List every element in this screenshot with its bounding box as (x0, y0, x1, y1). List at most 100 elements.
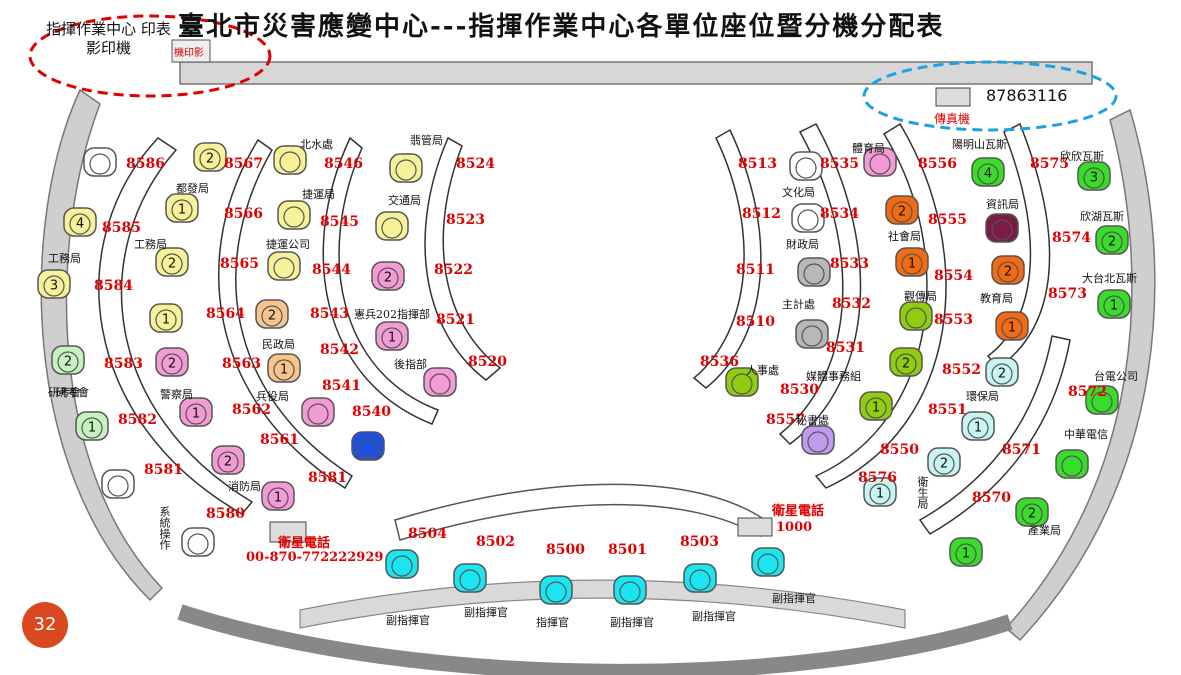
extension-8523: 8523 (446, 212, 485, 228)
satellite-left-number: 00-870-772222929 (246, 550, 384, 565)
extension-8585: 8585 (102, 220, 141, 236)
seat-30 (539, 575, 573, 605)
seat-35 (791, 203, 825, 233)
desk-left-4 (424, 136, 502, 381)
unit-label: 兵役局 (256, 390, 289, 403)
extension-8503: 8503 (680, 534, 719, 550)
unit-label: 衛生局 (916, 476, 929, 509)
unit-label: 觀傳局 (904, 290, 937, 303)
unit-label: 捷運局 (302, 188, 335, 201)
extension-8504: 8504 (408, 526, 447, 542)
unit-label: 副指揮官 (610, 616, 654, 629)
satellite-right-number: 1000 (776, 520, 813, 535)
seat-4: 4 (63, 207, 97, 237)
extension-8545: 8545 (320, 214, 359, 230)
seat-49: 2 (985, 357, 1019, 387)
printer-label: 機印影 (174, 48, 204, 59)
unit-label: 副指揮官 (692, 610, 736, 623)
seat-23 (389, 153, 423, 183)
seat-number: 2 (940, 457, 948, 472)
seat-3: 1 (165, 193, 199, 223)
seat-55: 2 (1095, 225, 1129, 255)
seat-42 (899, 301, 933, 331)
seat-34 (789, 151, 823, 181)
extension-8584: 8584 (94, 278, 133, 294)
seat-32 (683, 563, 717, 593)
extension-8571: 8571 (1002, 442, 1041, 458)
seat-10 (101, 469, 135, 499)
extension-8550: 8550 (880, 442, 919, 458)
seat-59: 2 (1015, 497, 1049, 527)
top-wall (179, 61, 1093, 85)
seat-1 (83, 147, 117, 177)
fax-number: 87863116 (986, 86, 1068, 105)
seat-number: 1 (1008, 321, 1016, 336)
seat-41: 1 (895, 247, 929, 277)
seat-7: 1 (149, 303, 183, 333)
unit-label: 產業局 (1028, 524, 1061, 537)
fax-label: 傳真機 (934, 112, 971, 126)
seat-44: 1 (859, 391, 893, 421)
extension-8565: 8565 (220, 256, 259, 272)
extension-8501: 8501 (608, 542, 647, 558)
seat-51: 2 (927, 447, 961, 477)
extension-8521: 8521 (436, 312, 475, 328)
seat-number: 4 (76, 217, 84, 232)
seat-2: 2 (193, 142, 227, 172)
seat-38 (725, 367, 759, 397)
extension-8535: 8535 (820, 156, 859, 172)
seat-21 (301, 397, 335, 427)
seat-19: 2 (255, 299, 289, 329)
extension-8566: 8566 (224, 206, 263, 222)
unit-label: 指揮官 (536, 616, 569, 629)
seat-number: 1 (274, 491, 282, 506)
seat-number: 3 (50, 279, 58, 294)
seat-18 (267, 251, 301, 281)
unit-label: 後指部 (394, 358, 427, 371)
seat-number: 4 (984, 167, 992, 182)
extension-8576: 8576 (858, 470, 897, 486)
extension-8520: 8520 (468, 354, 507, 370)
extension-8556: 8556 (918, 156, 957, 172)
extension-8573: 8573 (1048, 286, 1087, 302)
desk-left-3 (322, 136, 439, 425)
unit-label: 警察局 (160, 388, 193, 401)
extension-8575: 8575 (1030, 156, 1069, 172)
unit-label: 交通局 (388, 194, 421, 207)
seat-number: 2 (1028, 507, 1036, 522)
seat-number: 2 (206, 152, 214, 167)
extension-8530: 8530 (780, 382, 819, 398)
extension-8580: 8580 (206, 506, 245, 522)
seat-40: 2 (885, 195, 919, 225)
satellite-right-label: 衛星電話 (772, 504, 825, 519)
seat-17 (277, 200, 311, 230)
unit-label: 民政局 (262, 338, 295, 351)
extension-8543: 8543 (310, 306, 349, 322)
seat-number: 1 (962, 547, 970, 562)
seat-45 (801, 425, 835, 455)
seat-54: 3 (1077, 161, 1111, 191)
unit-label: 都發局 (176, 182, 209, 195)
extension-8570: 8570 (972, 490, 1011, 506)
extension-8557: 8557 (766, 412, 805, 428)
extension-8524: 8524 (456, 156, 495, 172)
unit-label: 台電公司 (1094, 370, 1138, 383)
extension-8531: 8531 (826, 340, 865, 356)
seat-number: 2 (64, 355, 72, 370)
unit-label: 工務局 (134, 238, 167, 251)
seat-number: 1 (872, 401, 880, 416)
satellite-phone-right-icon (737, 517, 773, 537)
seat-11 (181, 527, 215, 557)
unit-label: 財政局 (786, 238, 819, 251)
printer-icon (171, 39, 211, 63)
unit-label: 資訊局 (986, 198, 1019, 211)
seat-number: 2 (1004, 265, 1012, 280)
unit-label: 副指揮官 (386, 614, 430, 627)
unit-label: 北水處 (300, 138, 333, 151)
outer-wall-right (1004, 108, 1156, 642)
extension-8586: 8586 (126, 156, 165, 172)
extension-8536: 8536 (700, 354, 739, 370)
desk-right-1 (692, 128, 762, 389)
unit-label: 研考會 (48, 386, 81, 399)
seat-number: 1 (162, 313, 170, 328)
